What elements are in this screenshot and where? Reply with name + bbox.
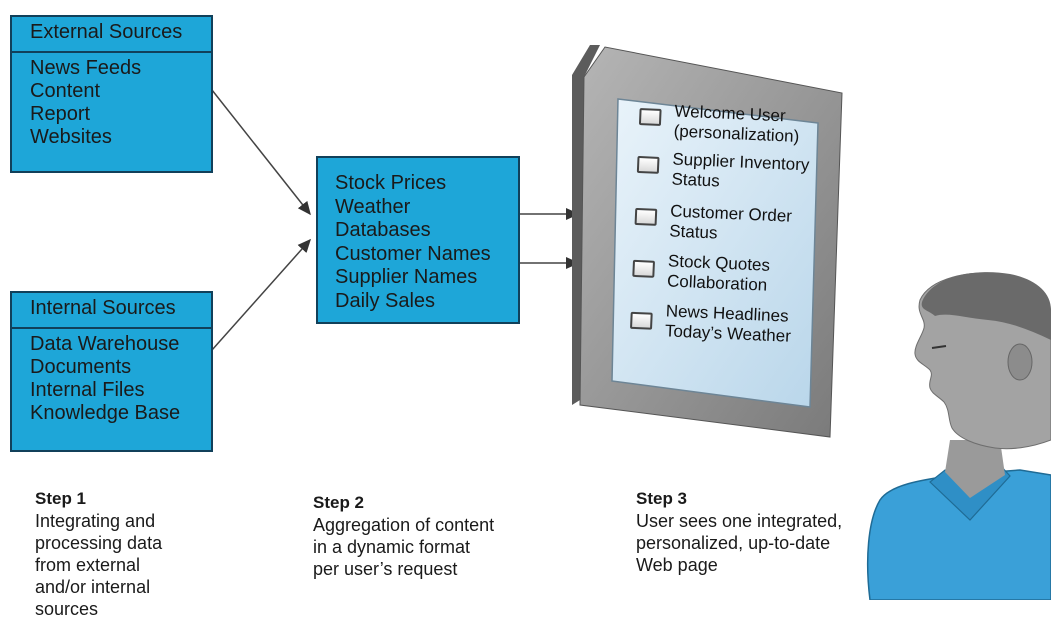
list-item: Stock Prices — [335, 172, 447, 194]
list-item: Weather — [335, 195, 411, 218]
ear — [1007, 343, 1033, 381]
monitor-illustration — [572, 45, 843, 438]
screen-item-stock-quotes: Stock Quotes Collaboration — [666, 251, 771, 295]
list-item: Content — [30, 80, 101, 102]
list-item: Internal Files — [30, 379, 145, 401]
external-sources-title: External Sources — [12, 17, 211, 53]
list-item: Knowledge Base — [30, 402, 181, 424]
monitor-side — [572, 45, 600, 405]
screen-item-customer-order: Customer Order Status — [668, 201, 793, 243]
external-sources-list: News Feeds Content Report Websites — [12, 53, 211, 149]
monitor-screen — [611, 98, 819, 408]
list-item: Customer Names — [335, 242, 491, 265]
step-3-description: User sees one integrated, personalized, … — [636, 511, 843, 575]
internal-sources-title: Internal Sources — [12, 293, 211, 329]
neck — [945, 440, 1005, 498]
checkbox-icon — [636, 155, 660, 174]
step-3-caption: Step 3 User sees one integrated, persona… — [636, 488, 896, 576]
list-item: Websites — [30, 126, 112, 148]
checkbox-icon — [632, 259, 655, 278]
screen-item-welcome: Welcome User (personalization) — [673, 101, 800, 146]
step-1-title: Step 1 — [35, 489, 87, 508]
step-2-caption: Step 2 Aggregation of content in a dynam… — [313, 492, 553, 580]
list-item: Daily Sales — [335, 289, 436, 312]
list-item: Supplier Names — [335, 266, 478, 288]
user-illustration — [866, 272, 1051, 600]
step-3-title: Step 3 — [636, 489, 688, 508]
step-2-title: Step 2 — [313, 493, 365, 512]
eye — [931, 345, 947, 349]
list-item: Documents — [30, 356, 132, 378]
internal-sources-box: Internal Sources Data Warehouse Document… — [10, 291, 213, 452]
checkbox-icon — [638, 107, 662, 126]
screen-item-supplier-inventory: Supplier Inventory Status — [671, 149, 810, 191]
arrow-internal-to-aggregation — [211, 238, 311, 351]
step-2-description: Aggregation of content in a dynamic form… — [313, 515, 495, 579]
hair — [921, 272, 1051, 340]
external-sources-box: External Sources News Feeds Content Repo… — [10, 15, 213, 173]
step-1-caption: Step 1 Integrating and processing data f… — [35, 488, 235, 620]
list-item: Report — [30, 103, 91, 125]
aggregated-content-box: Stock Prices Weather Databases Customer … — [316, 156, 520, 324]
arrow-external-to-aggregation — [211, 89, 311, 216]
personalized-page-content: Welcome User (personalization) Supplier … — [627, 100, 850, 409]
list-item: Databases — [335, 219, 431, 241]
shirt — [866, 469, 1051, 600]
internal-sources-list: Data Warehouse Documents Internal Files … — [12, 329, 211, 425]
list-item: Data Warehouse — [30, 333, 180, 355]
checkbox-icon — [634, 207, 658, 226]
step-1-description: Integrating and processing data from ext… — [35, 511, 163, 619]
screen-item-news: News Headlines Today’s Weather — [664, 301, 792, 346]
list-item: News Feeds — [30, 57, 142, 79]
checkbox-icon — [630, 311, 653, 330]
